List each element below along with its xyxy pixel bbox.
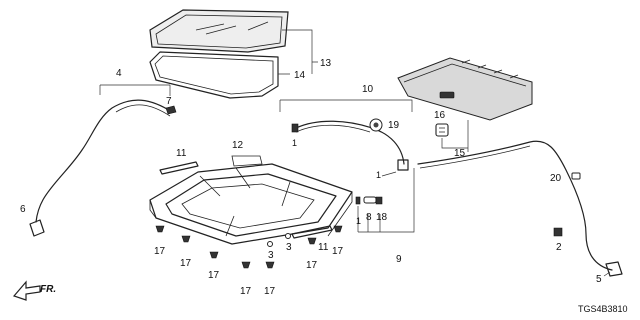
callout-10: 10 <box>362 84 374 95</box>
callout-3b: 3 <box>286 242 292 253</box>
drain-hose-left <box>29 99 177 237</box>
callout-17b: 17 <box>180 258 192 269</box>
callout-8: 8 <box>366 212 372 223</box>
callout-2: 2 <box>556 242 562 253</box>
clip-18 <box>375 196 383 205</box>
clip-1c <box>355 196 361 205</box>
callout-15: 15 <box>454 148 466 159</box>
callout-17c: 17 <box>208 270 220 281</box>
catalog-code: TGS4B3810 <box>578 304 628 314</box>
callout-1b: 1 <box>376 170 381 180</box>
front-direction-arrow <box>12 280 41 301</box>
callout-17a: 17 <box>154 246 166 257</box>
callout-6: 6 <box>20 204 26 215</box>
bolts <box>155 225 343 269</box>
clips <box>267 233 291 247</box>
callout-18: 18 <box>376 212 388 223</box>
spacer-right <box>291 225 333 239</box>
sunshade <box>397 57 533 121</box>
callout-17f: 17 <box>306 260 318 271</box>
shade-handle <box>435 123 449 137</box>
glass-seal <box>149 51 279 99</box>
callout-17d: 17 <box>240 286 252 297</box>
callout-11b: 11 <box>318 242 329 253</box>
callout-13: 13 <box>320 58 332 69</box>
clip-20 <box>571 172 581 180</box>
sunroof-frame <box>149 155 353 245</box>
callout-19: 19 <box>388 120 400 131</box>
direction-label: FR. <box>40 284 56 295</box>
spacer-left <box>159 161 199 175</box>
callout-14: 14 <box>294 70 306 81</box>
callout-12: 12 <box>232 140 244 151</box>
callout-4: 4 <box>116 68 122 79</box>
callout-5: 5 <box>596 274 602 285</box>
callout-16: 16 <box>434 110 446 121</box>
grommet-19 <box>369 118 383 132</box>
callout-17e: 17 <box>264 286 276 297</box>
callout-3a: 3 <box>268 250 274 261</box>
connector-8 <box>363 196 377 204</box>
drain-hose-right <box>417 140 623 277</box>
glass-panel <box>149 9 289 53</box>
callout-1c: 1 <box>356 216 361 226</box>
callout-11a: 11 <box>176 148 187 159</box>
callout-7: 7 <box>166 96 172 107</box>
clip-2 <box>553 227 563 237</box>
callout-17g: 17 <box>332 246 344 257</box>
callout-20: 20 <box>550 173 562 184</box>
callout-9: 9 <box>396 254 402 265</box>
callout-1a: 1 <box>292 138 297 148</box>
